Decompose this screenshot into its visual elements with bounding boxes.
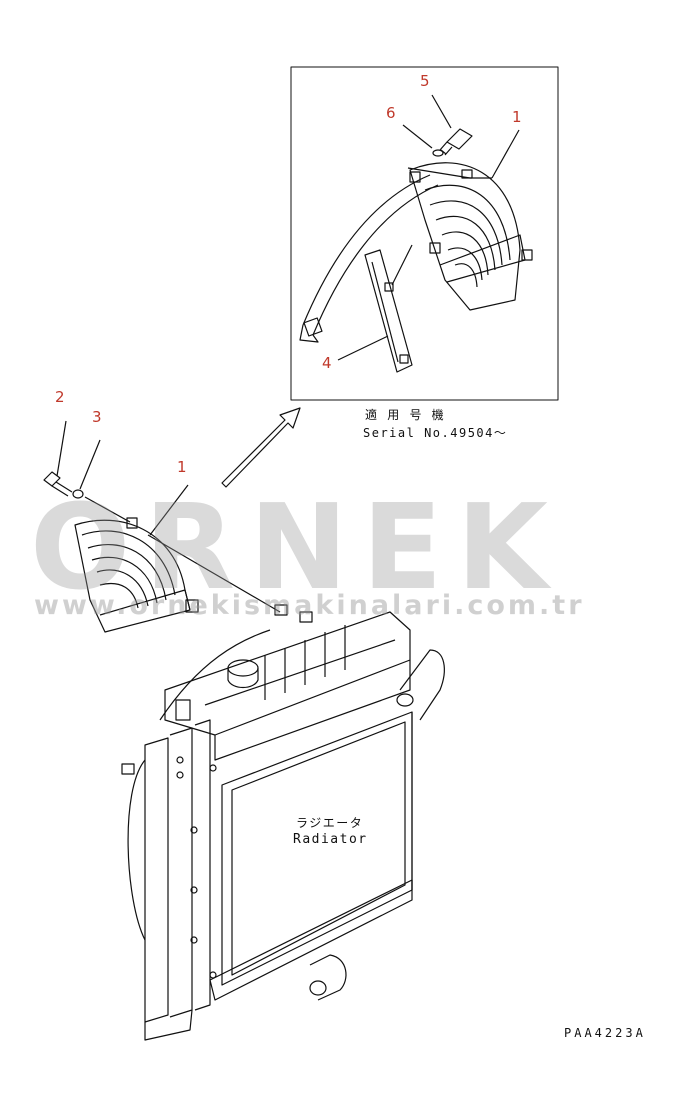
callout-6: 6	[386, 104, 396, 122]
washer-3	[72, 489, 84, 499]
bolt-5	[439, 128, 473, 156]
inset-frame	[290, 66, 559, 401]
callout-3: 3	[92, 408, 102, 426]
bolt-2	[43, 471, 73, 497]
serial-number-label: Serial No.49504～	[363, 426, 508, 440]
part-code: PAA4223A	[564, 1026, 646, 1040]
watermark-brand: ORNEK	[30, 478, 562, 616]
callout-1-inset: 1	[512, 108, 522, 126]
arrow	[221, 407, 301, 488]
radiator-label-jp: ラジエータ	[296, 816, 364, 830]
applicable-serial-heading: 適 用 号 機	[365, 408, 446, 422]
radiator-body	[121, 604, 445, 1041]
callout-2: 2	[55, 388, 65, 406]
washer-6	[432, 149, 444, 157]
inset-shroud	[407, 162, 533, 311]
left-shroud	[74, 484, 281, 633]
bracket-4	[364, 244, 413, 373]
curved-arm	[302, 174, 439, 336]
watermark-url: www.ornekismakinalari.com.tr	[34, 590, 585, 621]
callout-1-left: 1	[177, 458, 187, 476]
radiator-label-en: Radiator	[293, 832, 368, 847]
callout-5: 5	[420, 72, 430, 90]
callout-4: 4	[322, 354, 332, 372]
